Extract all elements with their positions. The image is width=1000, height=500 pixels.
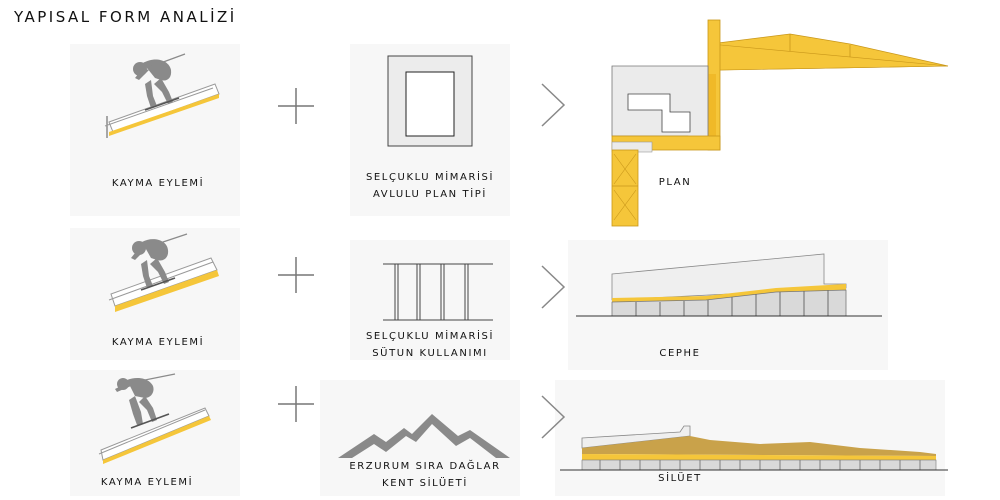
row2-action-label: KAYMA EYLEMİ	[111, 337, 205, 348]
silhouette-drawing	[560, 425, 948, 471]
row3-source-line1: ERZURUM SIRA DAĞLAR	[349, 461, 501, 472]
mountains-icon	[338, 414, 510, 458]
row1-action-label: KAYMA EYLEMİ	[111, 178, 205, 189]
row2-source-line2: SÜTUN KULLANIMI	[372, 348, 488, 359]
skier-slope-icon	[98, 373, 211, 464]
skier-slope-icon	[104, 53, 220, 138]
plan-drawing	[611, 19, 949, 227]
page-title: YAPISAL FORM ANALİZİ	[14, 8, 237, 26]
plus-icon	[278, 386, 314, 422]
row3-result-label: SİLÜET	[658, 473, 702, 484]
chevron-right-icon	[541, 265, 566, 309]
panel-row3-source	[320, 380, 520, 496]
row2-source-line1: SELÇUKLU MİMARİSİ	[365, 331, 495, 342]
row1-source-line2: AVLULU PLAN TİPİ	[373, 189, 487, 200]
row3-action-label: KAYMA EYLEMİ	[100, 477, 194, 488]
row3-source-line2: KENT SİLÜETİ	[382, 478, 468, 489]
plus-icon	[278, 257, 314, 293]
columns-icon	[383, 263, 493, 321]
panel-row2-source	[350, 240, 510, 360]
row2-result-label: CEPHE	[659, 348, 701, 359]
plus-icon	[278, 88, 314, 124]
courtyard-plan-icon	[387, 55, 473, 147]
chevron-right-icon	[541, 395, 566, 439]
row1-source-line1: SELÇUKLU MİMARİSİ	[365, 172, 495, 183]
row1-result-label: PLAN	[658, 177, 692, 188]
chevron-right-icon	[541, 83, 566, 127]
skier-slope-icon	[108, 233, 219, 312]
facade-drawing	[576, 253, 882, 317]
